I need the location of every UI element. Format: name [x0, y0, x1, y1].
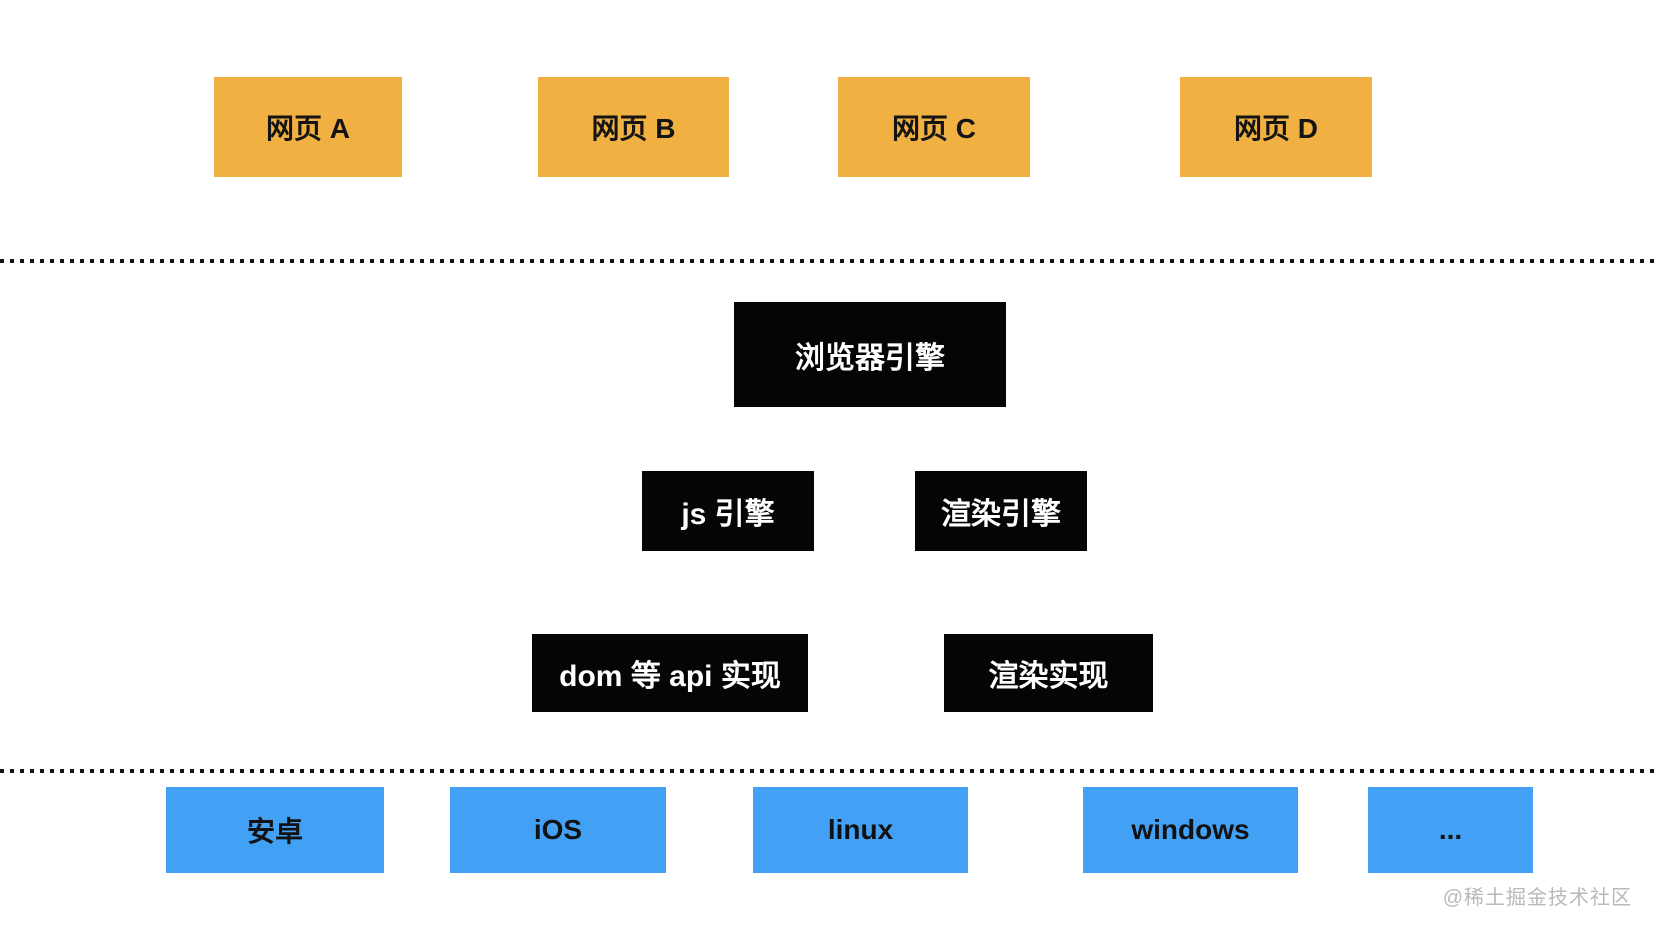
- webpage-box-a: 网页 A: [214, 77, 402, 177]
- js-engine-box: js 引擎: [642, 471, 814, 551]
- watermark: @稀土掘金技术社区: [1442, 887, 1632, 909]
- bottom-dotted-separator: [0, 769, 1656, 773]
- platform-box-linux: linux: [753, 787, 968, 873]
- platform-box-windows: windows: [1083, 787, 1298, 873]
- render-engine-box: 渲染引擎: [915, 471, 1087, 551]
- browser-engine-box: 浏览器引擎: [734, 302, 1006, 407]
- platform-box-ios: iOS: [450, 787, 666, 873]
- platform-box-android: 安卓: [166, 787, 384, 873]
- webpage-box-c: 网页 C: [838, 77, 1030, 177]
- render-implementation-box: 渲染实现: [944, 634, 1153, 712]
- webpage-box-b: 网页 B: [538, 77, 729, 177]
- platform-box-more: ...: [1368, 787, 1533, 873]
- top-dotted-separator: [0, 259, 1656, 263]
- webpage-box-d: 网页 D: [1180, 77, 1372, 177]
- dom-api-implementation-box: dom 等 api 实现: [532, 634, 808, 712]
